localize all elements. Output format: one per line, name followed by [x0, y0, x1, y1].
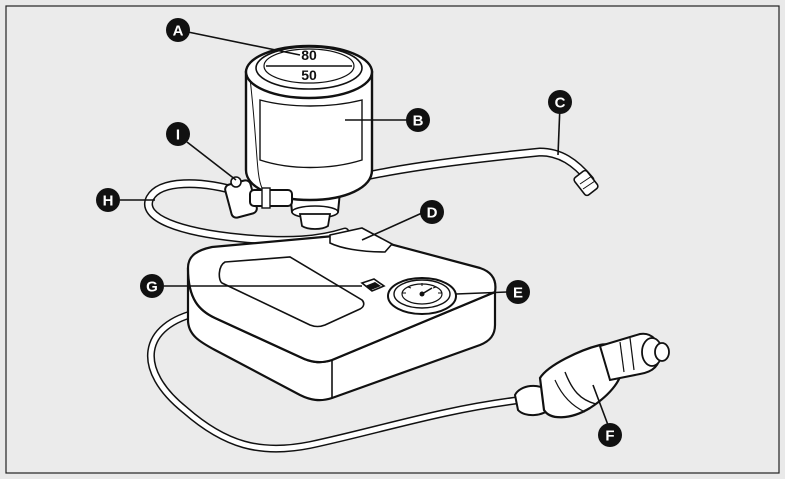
callout-leaders	[120, 31, 609, 426]
power-cable	[147, 308, 524, 453]
svg-text:I: I	[176, 127, 180, 144]
top-label-panel	[218, 256, 365, 328]
callout-i: I	[166, 122, 190, 146]
svg-text:A: A	[173, 23, 184, 40]
figure-frame	[5, 5, 780, 474]
callout-a: A	[166, 18, 190, 42]
callout-f: F	[598, 423, 622, 447]
svg-text:B: B	[413, 113, 424, 130]
svg-text:E: E	[513, 285, 523, 302]
svg-text:G: G	[146, 279, 158, 296]
svg-text:D: D	[427, 205, 438, 222]
callout-b: B	[406, 108, 430, 132]
hose-valve-fitting	[573, 169, 599, 197]
compressor-body	[186, 227, 497, 402]
gauge-lower-value: 50	[301, 67, 317, 83]
svg-text:C: C	[555, 95, 566, 112]
compressor-pressure-gauge	[387, 277, 457, 315]
sealant-bottle: 80 50	[244, 44, 374, 230]
callout-c: C	[548, 90, 572, 114]
cigarette-lighter-plug	[513, 332, 670, 419]
callout-h: H	[96, 188, 120, 212]
callout-e: E	[506, 280, 530, 304]
svg-text:F: F	[605, 428, 614, 445]
callout-g: G	[140, 274, 164, 298]
callout-d: D	[420, 200, 444, 224]
svg-text:H: H	[103, 193, 114, 210]
bottle-label	[259, 99, 363, 169]
tray-tab	[329, 227, 394, 253]
gauge-upper-value: 80	[301, 47, 317, 63]
power-switch[interactable]	[360, 278, 386, 292]
hose-valve-connector[interactable]	[224, 176, 293, 219]
